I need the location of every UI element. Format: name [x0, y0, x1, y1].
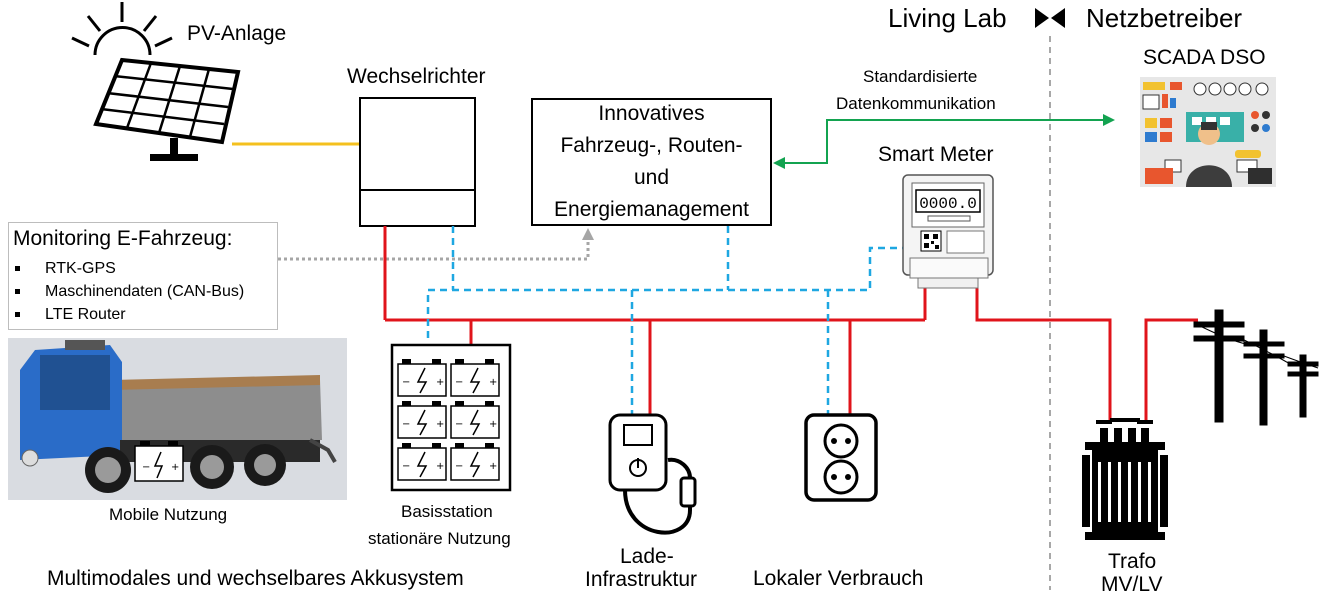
monitoring-item: Maschinendaten (CAN-Bus): [9, 282, 244, 305]
svg-text:−: −: [402, 377, 410, 388]
bowtie-icon: [1035, 8, 1065, 28]
data-lines: [426, 226, 905, 415]
trafo-label-2: MV/LV: [1101, 573, 1163, 596]
svg-text:+: +: [436, 377, 444, 388]
lade-label-1: Lade-: [620, 545, 674, 568]
comm-label-1: Standardisierte: [863, 67, 978, 86]
svg-text:−: −: [455, 377, 463, 388]
lokal-label: Lokaler Verbrauch: [753, 567, 924, 590]
monitoring-box: Monitoring E-Fahrzeug: RTK-GPS Maschinen…: [8, 222, 278, 330]
power-lines: [383, 226, 1198, 420]
svg-text:−: −: [142, 462, 150, 473]
svg-text:−: −: [402, 419, 410, 430]
power-pole-icon: [1193, 309, 1319, 426]
transformer-icon: [1082, 418, 1168, 540]
monitor-line: [278, 228, 594, 261]
monitoring-item: LTE Router: [9, 305, 244, 328]
smart-meter-label: Smart Meter: [878, 143, 994, 166]
battery-rack-icon: −+ −+ −+ −+ −+ −+: [390, 343, 512, 492]
scada-label: SCADA DSO: [1143, 46, 1266, 69]
svg-text:+: +: [489, 461, 497, 472]
monitoring-title: Monitoring E-Fahrzeug:: [13, 227, 233, 250]
inverter-label: Wechselrichter: [347, 65, 486, 88]
svg-text:+: +: [489, 419, 497, 430]
smart-meter-icon: [902, 174, 994, 289]
inverter-icon: [359, 97, 476, 227]
solar-panel-icon: [93, 57, 241, 161]
meter-display: 0000.0: [919, 195, 977, 213]
svg-text:+: +: [489, 377, 497, 388]
charger-icon: [608, 413, 697, 535]
comm-line: [773, 114, 1115, 169]
trafo-label-1: Trafo: [1108, 550, 1157, 573]
sun-icon: [71, 2, 173, 56]
netzbetreiber-label: Netzbetreiber: [1086, 3, 1243, 33]
lade-label-2: Infrastruktur: [585, 568, 698, 591]
socket-icon: [804, 413, 878, 502]
vehicle-icon: − +: [8, 338, 347, 500]
pv-label: PV-Anlage: [187, 22, 287, 45]
svg-text:+: +: [436, 461, 444, 472]
mobile-label: Mobile Nutzung: [109, 505, 228, 524]
svg-text:−: −: [402, 461, 410, 472]
svg-text:−: −: [455, 461, 463, 472]
bottom-caption: Multimodales und wechselbares Akkusystem: [47, 567, 464, 590]
svg-text:+: +: [171, 462, 179, 473]
basis-label-2: stationäre Nutzung: [368, 529, 511, 548]
monitoring-item: RTK-GPS: [9, 259, 244, 282]
living-lab-label: Living Lab: [888, 3, 1007, 33]
management-label: Innovatives Fahrzeug-, Routen- und Energ…: [554, 102, 749, 221]
svg-text:−: −: [455, 419, 463, 430]
monitoring-list: RTK-GPS Maschinendaten (CAN-Bus) LTE Rou…: [9, 259, 244, 328]
comm-label-2: Datenkommunikation: [836, 94, 996, 113]
svg-text:+: +: [436, 419, 444, 430]
basis-label-1: Basisstation: [401, 502, 493, 521]
management-box: Innovatives Fahrzeug-, Routen- und Energ…: [531, 98, 772, 226]
scada-icon: [1140, 77, 1276, 187]
